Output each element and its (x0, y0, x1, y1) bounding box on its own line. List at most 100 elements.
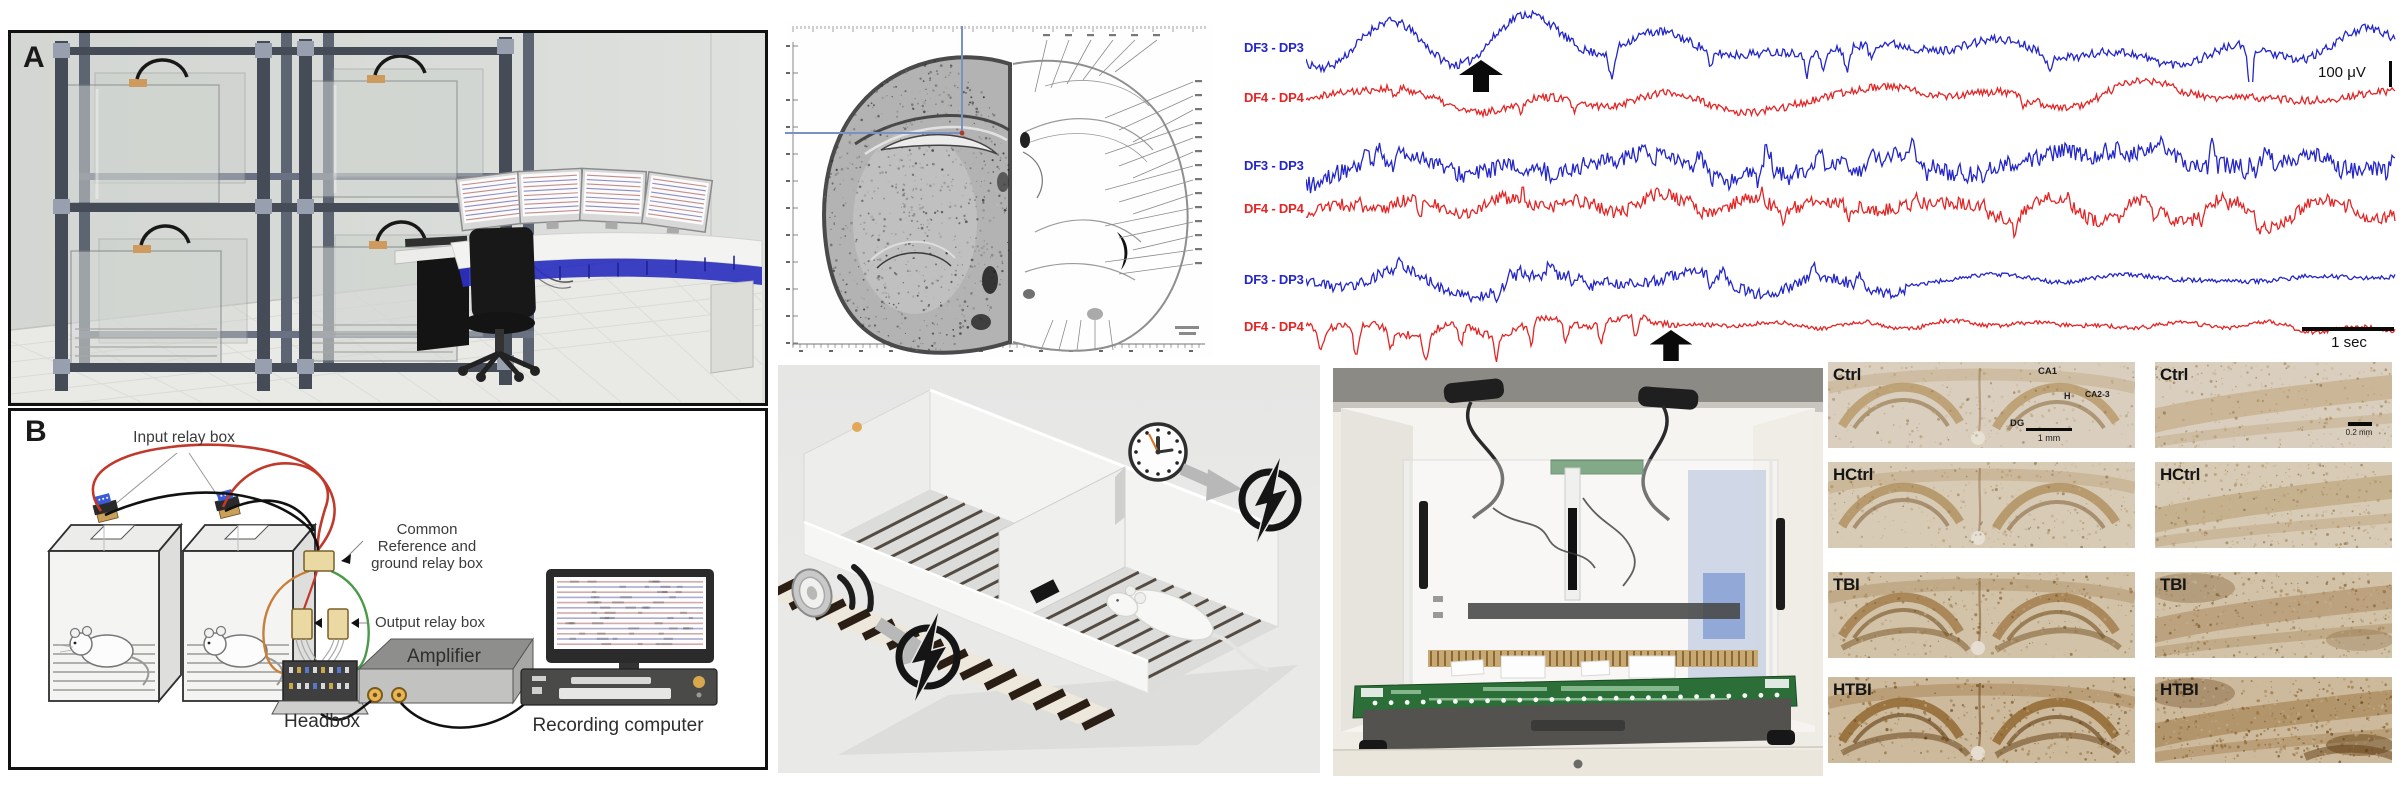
desk-blue-trim (459, 258, 762, 287)
voltage-scale-label: 100 μV (2318, 64, 2366, 81)
lab-room-illustration (11, 33, 765, 403)
histology-group-label: Ctrl (2160, 365, 2189, 384)
histology-group-label: HCtrl (2160, 465, 2201, 484)
eeg-trace (1306, 186, 2396, 240)
histology-group-label: HTBI (1833, 680, 1872, 699)
shock-lightning-icon (1238, 457, 1302, 543)
histology-panel-ctrl-right: Ctrl 0.2 mm (2155, 362, 2392, 448)
eeg-monitors (455, 167, 714, 236)
eeg-channel-label: DF4 - DP4 (1244, 201, 1304, 216)
monitor (640, 170, 714, 236)
output-relay-box-label: Output relay box (374, 614, 486, 631)
camera-fixture (1443, 378, 1505, 520)
eeg-trace (1306, 76, 2396, 119)
histology-panel-htbi-left: HTBI (1828, 677, 2135, 763)
panel-a-label: A (23, 41, 45, 74)
histology-panel-ctrl-left: Ctrl CA1 H CA2-3 DG 1 mm (1828, 362, 2135, 448)
camera-fixture (1638, 386, 1699, 522)
monitor (578, 167, 648, 230)
eeg-trace (1306, 313, 2396, 362)
time-scale-bar (2302, 327, 2394, 331)
office-chair (458, 227, 540, 382)
apparatus-photo (1333, 368, 1823, 776)
eeg-channel-label: DF3 - DP3 (1244, 40, 1304, 55)
common-line3: ground relay box (371, 555, 483, 572)
rat-figure (1106, 585, 1270, 672)
output-relay-box-device (327, 608, 349, 640)
eeg-trace (1306, 10, 2396, 82)
common-line1: Common (396, 521, 458, 538)
common-reference-label: Common Reference and ground relay box (359, 521, 495, 572)
apparatus-photo-panel (1333, 368, 1823, 776)
event-arrow-icon (1649, 330, 1693, 361)
h-annotation: H (2064, 391, 2071, 401)
scale-bar-label: 0.2 mm (2345, 428, 2373, 437)
clock-icon (1128, 422, 1188, 482)
event-arrow-icon (1459, 60, 1503, 92)
amplifier-label: Amplifier (407, 646, 481, 667)
diagram-cage (47, 493, 183, 704)
input-relay-box-label: Input relay box (133, 429, 235, 446)
voltage-scale-bar (2389, 61, 2392, 87)
monitor (455, 170, 527, 235)
arrow-icon (1179, 463, 1242, 501)
histology-scale-bar (2348, 422, 2372, 426)
mouse-figure (203, 625, 284, 686)
histology-panel-hctrl-left: HCtrl (1828, 462, 2135, 548)
shuttle-box-panel (778, 365, 1320, 773)
input-relay-box-device (92, 493, 119, 524)
brain-atlas-panel (785, 22, 1213, 356)
right-hemisphere-drawing (1012, 34, 1202, 352)
desk-leg (710, 280, 754, 374)
panel-b-label: B (25, 415, 47, 448)
headbox-device (271, 660, 369, 715)
mouse-figure (58, 625, 150, 686)
output-relay-box-device (291, 608, 313, 640)
divider-sensor (1030, 579, 1060, 604)
speaker-icon (791, 564, 874, 618)
input-relay-box-device (214, 489, 241, 520)
histology-group-label: HCtrl (1833, 465, 1874, 484)
histology-panel-hctrl-right: HCtrl (2155, 462, 2392, 548)
histology-panel-htbi-right: HTBI (2155, 677, 2392, 763)
ca1-annotation: CA1 (2038, 366, 2058, 377)
histology-group-label: TBI (1833, 575, 1860, 594)
wires (91, 443, 370, 675)
shuttle-box-illustration (778, 365, 1320, 773)
recording-computer-label: Recording computer (532, 715, 704, 736)
eeg-channel-label: DF4 - DP4 (1244, 90, 1304, 105)
scale-bar-label: 1 mm (2037, 433, 2061, 443)
monitor (516, 167, 586, 230)
amplifier-device (357, 637, 534, 705)
histology-panel-tbi-right: TBI (2155, 572, 2392, 658)
eeg-channel-label: DF4 - DP4 (1244, 319, 1304, 334)
eeg-trace (1306, 256, 2396, 304)
screw (1573, 759, 1583, 769)
histology-group-label: TBI (2160, 575, 2187, 594)
dg-annotation: DG (2010, 418, 2025, 429)
shock-lightning-icon (895, 612, 961, 702)
apparatus-base (1359, 698, 1795, 755)
diagram-cage (181, 489, 317, 704)
eeg-trace (1306, 134, 2396, 194)
side-cabinet (417, 256, 469, 351)
eeg-channel-label: DF3 - DP3 (1244, 158, 1304, 173)
plexiglass-chamber (1402, 459, 1785, 709)
panel-b-wiring-diagram: B Input relay box Common Reference and g… (8, 408, 768, 770)
stereotaxic-crosshair (785, 26, 965, 136)
time-scale-label: 1 sec (2331, 334, 2367, 351)
panel-a-lab-room: A (8, 30, 768, 406)
histology-scale-bar (2026, 428, 2072, 431)
eeg-traces-panel: DF3 - DP3 DF4 - DP4 DF3 - DP3 DF4 - DP4 … (0, 0, 2400, 362)
label-stickers (1450, 655, 1676, 679)
house-light (852, 422, 862, 432)
ca23-annotation: CA2-3 (2085, 389, 2110, 399)
brain-atlas-illustration (785, 22, 1213, 356)
common-reference-ground-relay-box-device (303, 550, 335, 572)
histology-group-label: Ctrl (1833, 365, 1862, 384)
wiring-diagram (47, 443, 718, 729)
eeg-channel-label: DF3 - DP3 (1244, 272, 1304, 287)
histology-panel-tbi-left: TBI (1828, 572, 2135, 658)
headbox-label: Headbox (283, 711, 361, 732)
